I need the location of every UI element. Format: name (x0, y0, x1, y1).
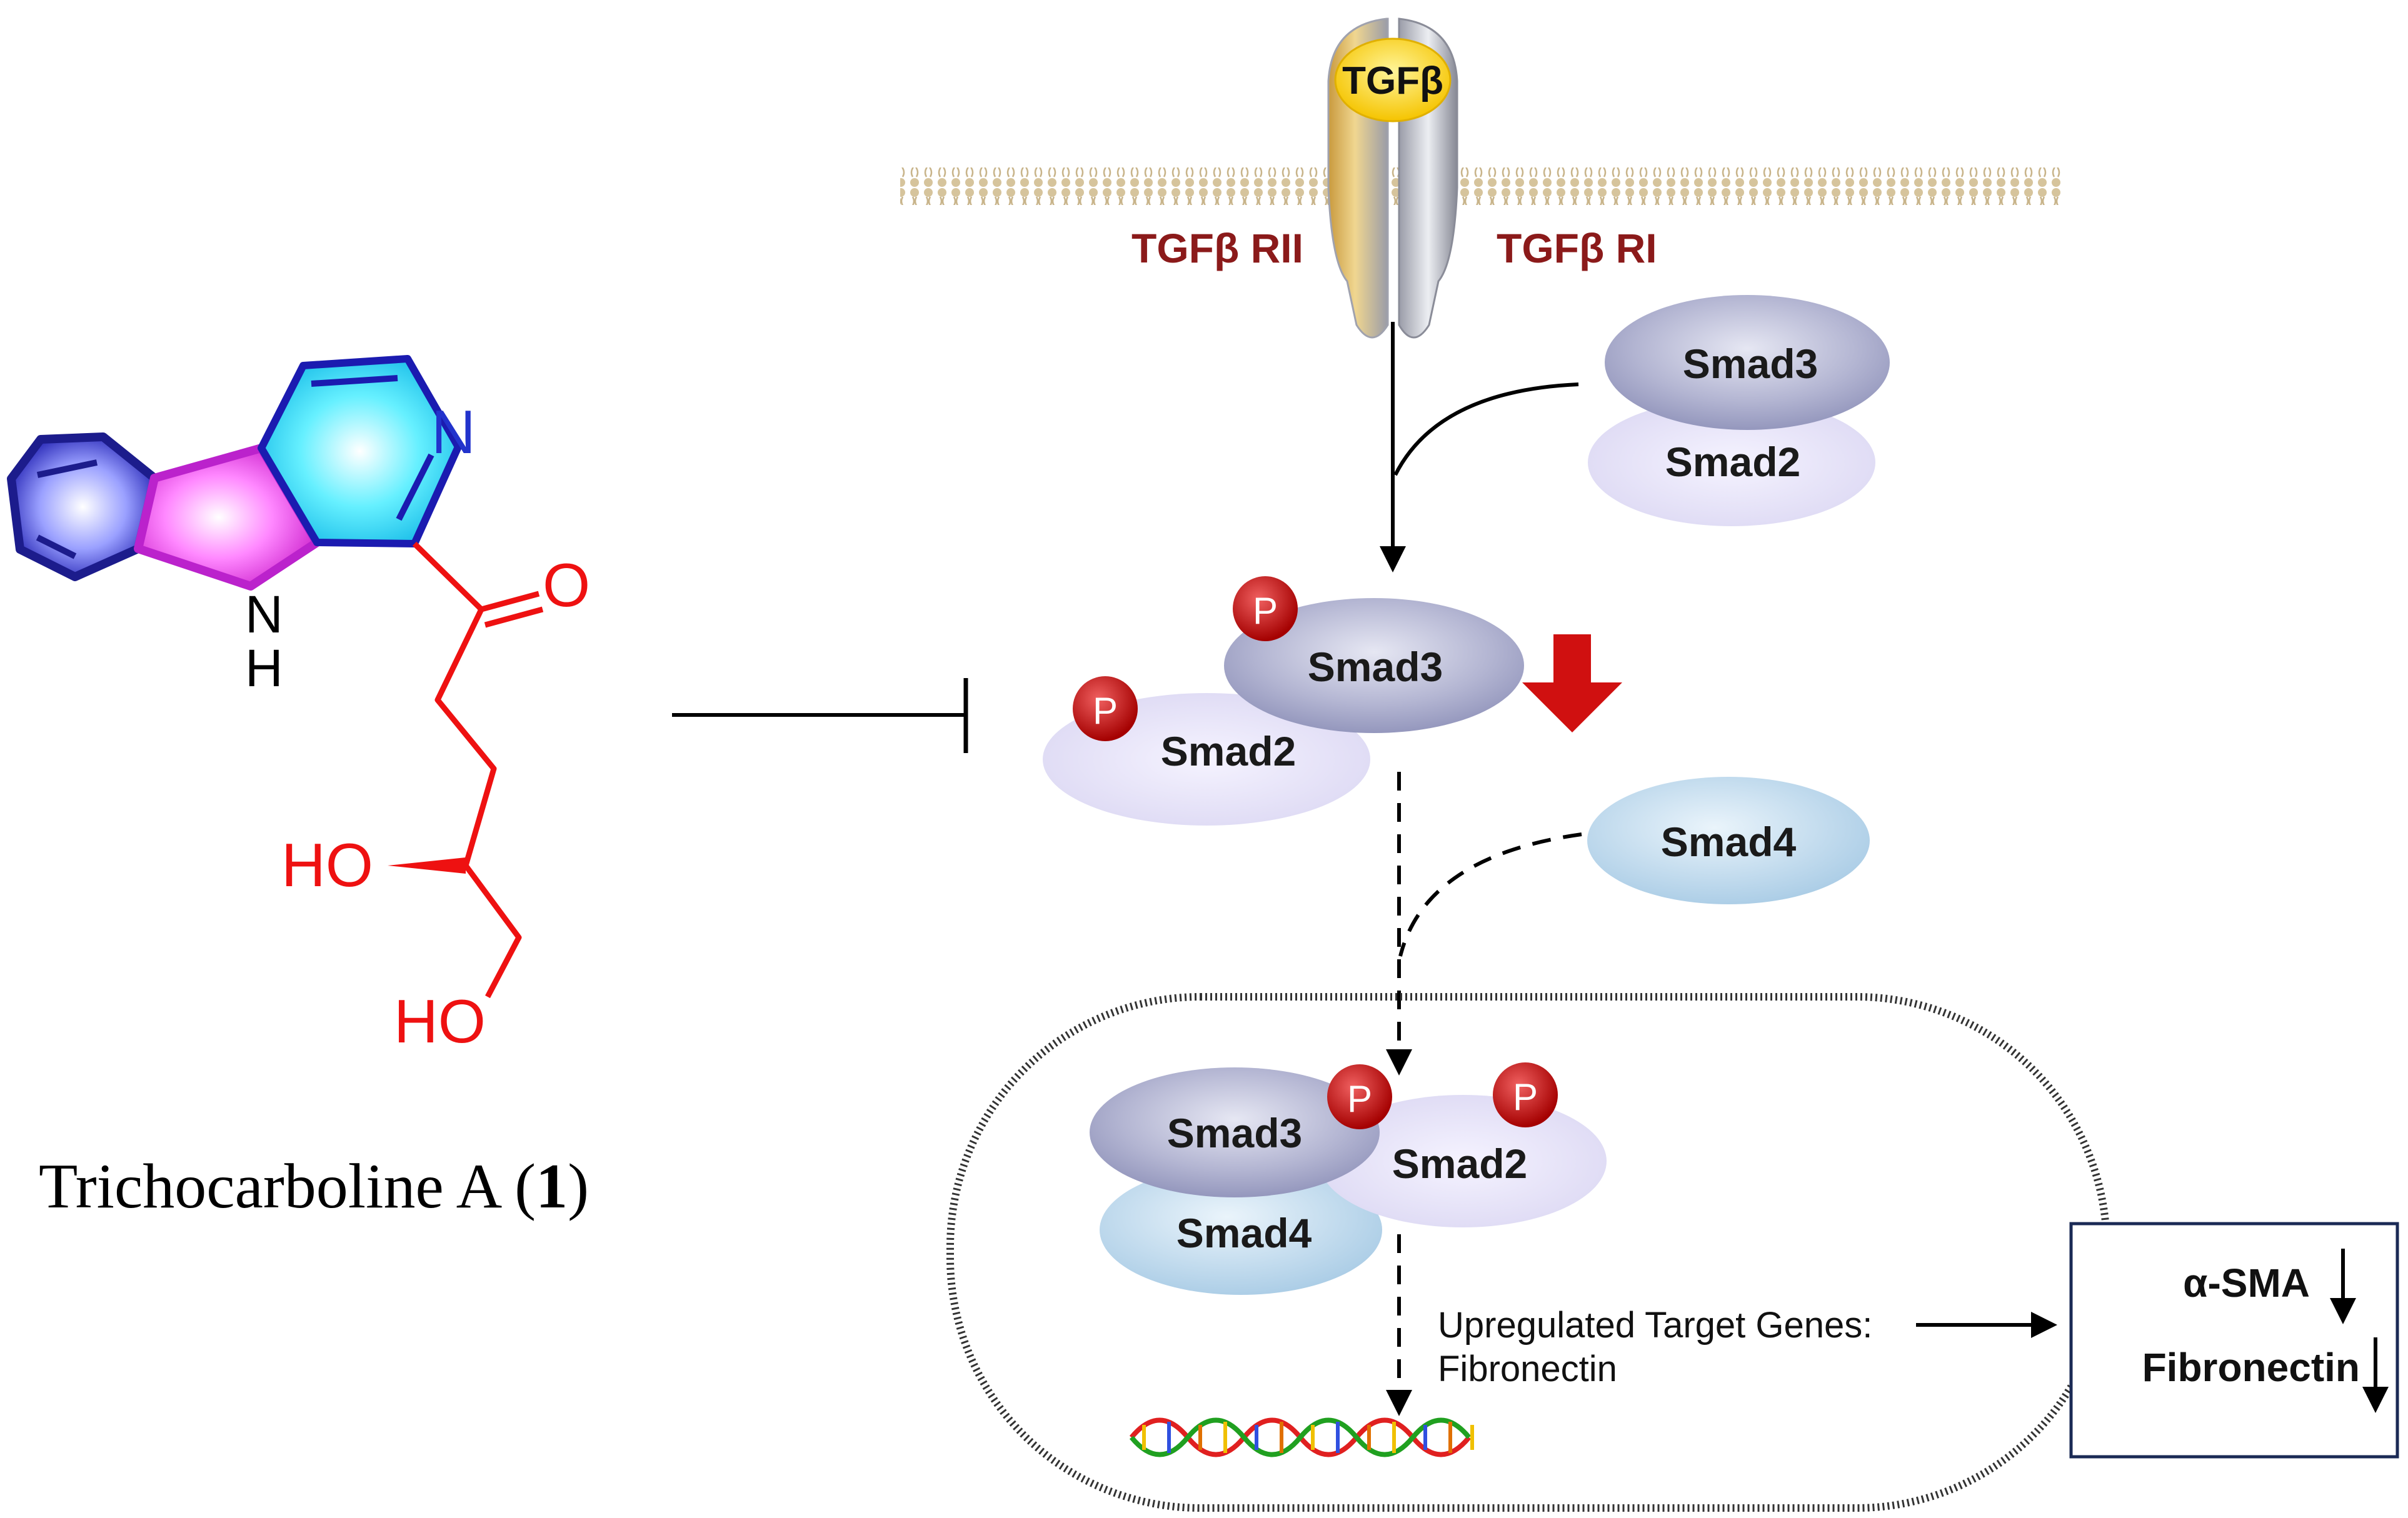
receptor-ri-label: TGFβ RI (1497, 225, 1657, 271)
compound-number: 1 (536, 1151, 568, 1222)
phospho-marker-nuc-smad3: P (1327, 1064, 1392, 1129)
decrease-arrow (1522, 634, 1622, 732)
phospho-marker-smad2: P (1073, 676, 1138, 741)
smad4-free-label: Smad4 (1661, 819, 1797, 865)
trichocarboline-structure: N N H O HO HO (7, 355, 590, 1056)
dna-helix (1129, 1417, 1474, 1457)
receptor-rii-label: TGFβ RII (1131, 225, 1303, 271)
smad2-cytoplasm-top (1588, 399, 1875, 526)
phospho-label: P (1253, 590, 1278, 632)
tgfb-receptor: TGFβ (1327, 17, 1458, 339)
smad3-cytoplasm-top (1605, 295, 1890, 430)
compound-name: Trichocarboline A (1) (39, 1151, 589, 1222)
smad3-top-label: Smad3 (1683, 341, 1818, 387)
outcome-item-sma: α-SMA (2183, 1261, 2310, 1306)
smad4-cytoplasm (1587, 777, 1870, 904)
smad4-join-curve (1398, 832, 1582, 957)
tgfb-ligand (1334, 37, 1452, 122)
benzene-ring (7, 432, 159, 581)
side-chain (412, 541, 522, 999)
phospho-label: P (1093, 690, 1118, 732)
target-genes-line1: Upregulated Target Genes: (1438, 1305, 1872, 1346)
smad-recruit-curve (1393, 382, 1579, 476)
smad3-nuclear (1090, 1067, 1380, 1197)
smad2-nuclear-label: Smad2 (1392, 1141, 1527, 1187)
phospho-marker-smad3: P (1233, 576, 1298, 641)
target-genes-line2: Fibronectin (1438, 1349, 1617, 1389)
atom-hydroxyl-1: HO (281, 831, 373, 899)
smad3-phospho-label: Smad3 (1308, 644, 1443, 690)
atom-carbonyl-o: O (543, 551, 590, 619)
smad2-nuclear (1319, 1095, 1607, 1227)
smad3-nuclear-label: Smad3 (1167, 1110, 1302, 1156)
wedge-bond (388, 857, 466, 874)
smad4-nuclear (1100, 1165, 1382, 1295)
tgfb-ligand-label: TGFβ (1342, 59, 1443, 102)
cell-membrane (900, 167, 2063, 205)
compound-name-suffix: ) (568, 1151, 589, 1222)
phospho-marker-nuc-smad2: P (1493, 1062, 1558, 1127)
compound-name-prefix: Trichocarboline A ( (39, 1151, 536, 1222)
outcome-box (2069, 1222, 2399, 1459)
atom-n-ring: N (431, 397, 476, 466)
smad4-nuclear-label: Smad4 (1176, 1210, 1312, 1256)
phospho-label: P (1347, 1078, 1372, 1120)
atom-nh-h: H (245, 639, 283, 697)
atom-nh-n: N (245, 585, 283, 644)
inhibition-arrow (672, 678, 968, 753)
smad2-phospho-label: Smad2 (1161, 728, 1296, 774)
nucleus (946, 993, 2110, 1512)
phospho-label: P (1513, 1076, 1538, 1118)
pyrrole-ring (134, 444, 321, 591)
smad3-phospho (1224, 598, 1524, 733)
smad2-top-label: Smad2 (1665, 439, 1800, 485)
outcome-item-fibronectin: Fibronectin (2142, 1345, 2360, 1390)
atom-hydroxyl-2: HO (394, 987, 486, 1056)
